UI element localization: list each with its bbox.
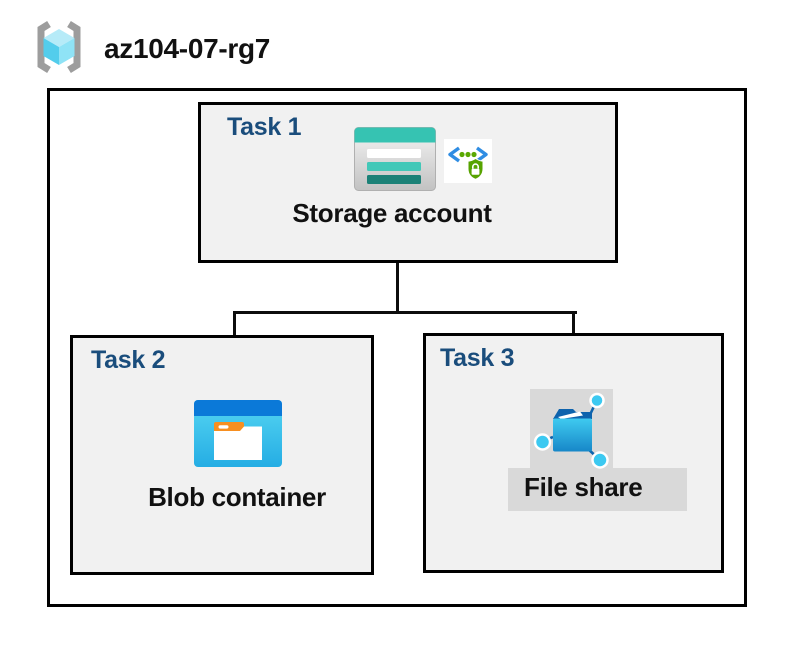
file-share-label: File share [524, 472, 643, 502]
file-share-label-highlight [508, 468, 687, 511]
blob-container-icon [194, 400, 282, 467]
task-1-box: Task 1 [198, 102, 618, 263]
task-3-label: Task 3 [440, 344, 515, 372]
resource-group-name: az104-07-rg7 [104, 33, 271, 64]
task-2-label: Task 2 [91, 346, 166, 374]
sas-secure-access-icon [444, 139, 492, 183]
task-1-label: Task 1 [227, 113, 302, 141]
resource-group-icon [37, 21, 81, 73]
file-share-icon [530, 389, 613, 470]
connector-horizontal [233, 311, 577, 314]
connector-storage-stem [396, 263, 399, 312]
blob-container-label: Blob container [148, 482, 326, 512]
storage-account-label: Storage account [292, 198, 492, 228]
storage-account-icon [354, 127, 436, 191]
